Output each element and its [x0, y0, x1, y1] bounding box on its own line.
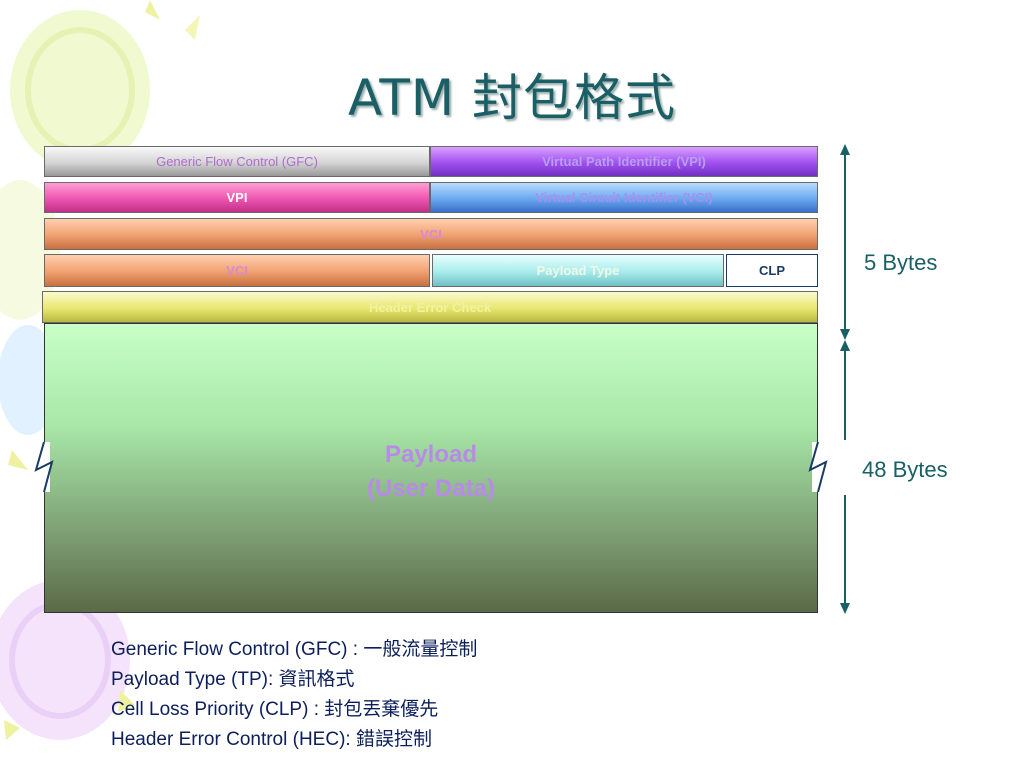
- gfc-field: Generic Flow Control (GFC): [44, 146, 430, 177]
- arrow-head: [840, 329, 850, 340]
- slide-title: ATM 封包格式: [348, 69, 676, 127]
- vci-row4-field: VCI: [44, 254, 430, 287]
- star-decoration: [185, 15, 200, 40]
- legend-item: Generic Flow Control (GFC) : 一般流量控制: [111, 639, 478, 660]
- payload-label-line2: (User Data): [366, 475, 496, 502]
- star-decoration: [4, 720, 20, 740]
- arrow-head: [840, 603, 850, 614]
- star-decoration: [145, 0, 160, 20]
- star-decoration: [118, 690, 135, 712]
- vci-full-field: Virtual Circuit Identifier (VCI): [430, 182, 818, 213]
- clp-field: CLP: [726, 254, 818, 287]
- arrow-head: [840, 340, 850, 351]
- header-size-label: 5 Bytes: [864, 250, 938, 275]
- hec-field: Header Error Check: [42, 291, 818, 323]
- payload-label-line1: Payload: [384, 441, 478, 468]
- payload-type-field: Payload Type: [432, 254, 724, 287]
- legend-item: Header Error Control (HEC): 錯誤控制: [111, 729, 432, 750]
- legend-item: Payload Type (TP): 資訊格式: [111, 669, 355, 690]
- star-decoration: [8, 450, 28, 470]
- legend-item: Cell Loss Priority (CLP) : 封包丟棄優先: [111, 699, 439, 720]
- payload-size-label: 48 Bytes: [862, 457, 948, 482]
- vpi-field: VPI: [44, 182, 430, 213]
- legend-list: Generic Flow Control (GFC) : 一般流量控制 Payl…: [111, 635, 477, 755]
- payload-block: [44, 323, 818, 613]
- arrow-head: [840, 144, 850, 155]
- vpi-full-field: Virtual Path Identifier (VPI): [430, 146, 818, 177]
- vci-row3-field: VCI: [44, 218, 818, 250]
- balloon-decoration: [0, 325, 58, 435]
- payload-label: Payload (User Data): [44, 438, 818, 506]
